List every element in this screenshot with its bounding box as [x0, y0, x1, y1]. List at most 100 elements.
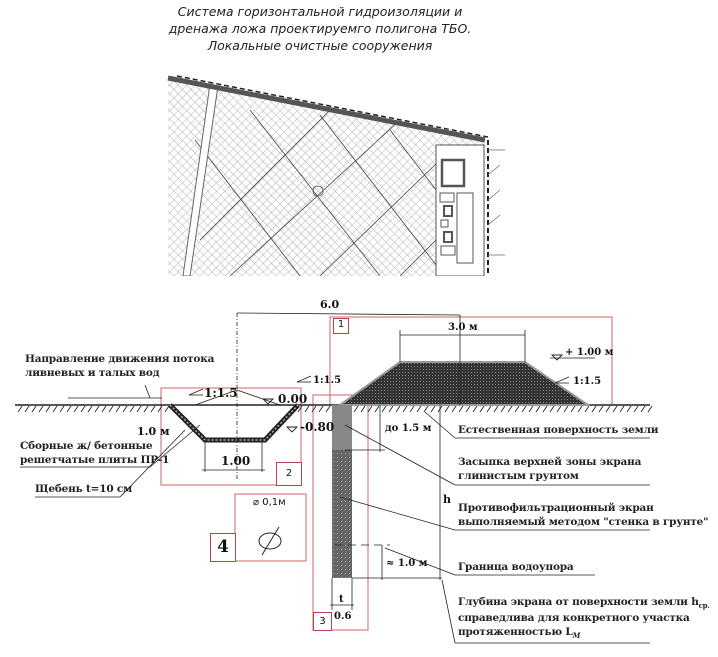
- ground-hatching: [17, 405, 653, 413]
- hatch-tick: [143, 405, 149, 413]
- depth-aquitard: ≈ 1.0 м: [386, 558, 428, 569]
- hatch-tick: [108, 405, 114, 413]
- wall-t: t: [339, 594, 344, 605]
- hatch-tick: [619, 405, 625, 413]
- label-flow-direction-1: Направление движения потока: [25, 353, 215, 365]
- hatch-tick: [472, 405, 478, 413]
- label-screen-2: выполняемый методом "стенка в грунте": [458, 516, 709, 528]
- hatch-tick: [31, 405, 37, 413]
- hatch-tick: [577, 405, 583, 413]
- dim-total: 6.0: [320, 298, 340, 311]
- hatch-tick: [514, 405, 520, 413]
- detail4-diameter-value: 0,1м: [262, 497, 286, 508]
- hatch-tick: [528, 405, 534, 413]
- hatch-tick: [87, 405, 93, 413]
- cutoff-wall: [332, 450, 352, 578]
- hatch-tick: [115, 405, 121, 413]
- hatch-tick: [423, 405, 429, 413]
- site-plan: [168, 78, 485, 276]
- hatch-tick: [395, 405, 401, 413]
- detail4-diameter: ⌀ 0,1м: [253, 497, 286, 508]
- title-line-3: Локальные очистные сооружения: [207, 38, 433, 53]
- detail-frame-2: [160, 387, 302, 486]
- embankment: [336, 361, 592, 406]
- label-gravel: Щебень t=10 см: [35, 483, 133, 495]
- hatch-tick: [493, 405, 499, 413]
- ditch-width: 1.00: [221, 454, 251, 468]
- wall-width: 0.6: [334, 611, 352, 622]
- label-depth-3-text: протяженностью L: [458, 626, 573, 638]
- hatch-tick: [45, 405, 51, 413]
- hatch-tick: [535, 405, 541, 413]
- zone-mark: [312, 185, 324, 197]
- frame-label-1: 1: [333, 318, 349, 334]
- hatch-tick: [605, 405, 611, 413]
- label-flow-direction-2: ливневых и талых вод: [25, 367, 160, 379]
- hatch-tick: [458, 405, 464, 413]
- ditch-offset: 1.0 м: [137, 425, 170, 438]
- level-ditch: -0.80: [300, 420, 335, 434]
- label-depth-1: Глубина экрана от поверхности земли hср.: [458, 596, 710, 610]
- hatch-tick: [430, 405, 436, 413]
- hatch-tick: [556, 405, 562, 413]
- hatch-tick: [80, 405, 86, 413]
- hatch-tick: [157, 405, 163, 413]
- pipe-symbol-icon: [258, 532, 282, 550]
- hatch-tick: [402, 405, 408, 413]
- hatch-tick: [598, 405, 604, 413]
- title-line-2: дренажа ложа проектируемго полигона ТБО.: [168, 21, 472, 36]
- frame-label-4: 4: [210, 533, 236, 562]
- hatch-tick: [633, 405, 639, 413]
- hatch-tick: [640, 405, 646, 413]
- hatch-tick: [486, 405, 492, 413]
- label-depth-2: справедлива для конкретного участка: [458, 612, 690, 624]
- hatch-tick: [52, 405, 58, 413]
- hatch-tick: [367, 405, 373, 413]
- hatch-tick: [318, 405, 324, 413]
- label-plates-1: Сборные ж/ бетонные: [20, 440, 153, 452]
- hatch-tick: [24, 405, 30, 413]
- drawing-title: Система горизонтальной гидроизоляции и д…: [140, 3, 500, 54]
- dim-top: 3.0 м: [448, 322, 478, 333]
- frame-label-3: 3: [313, 612, 332, 631]
- hatch-tick: [570, 405, 576, 413]
- plan-boundary-road: [167, 75, 486, 143]
- hatch-tick: [360, 405, 366, 413]
- hatch-tick: [297, 405, 303, 413]
- label-natural-surface: Естественная поверхность земли: [458, 424, 659, 436]
- hatch-tick: [38, 405, 44, 413]
- label-depth-3: протяженностью LM: [458, 626, 580, 640]
- label-backfill-1: Засыпка верхней зоны экрана: [458, 456, 642, 468]
- hatch-tick: [465, 405, 471, 413]
- hatch-tick: [304, 405, 310, 413]
- depth-fill: до 1.5 м: [385, 423, 432, 434]
- slope-left: 1:1.5: [313, 375, 342, 386]
- hatch-tick: [542, 405, 548, 413]
- label-screen-1: Противофильтрационный экран: [458, 502, 654, 514]
- hatch-tick: [563, 405, 569, 413]
- hatch-tick: [612, 405, 618, 413]
- hatch-tick: [584, 405, 590, 413]
- hatch-tick: [647, 405, 653, 413]
- hatch-tick: [73, 405, 79, 413]
- ditch-slope: 1:1.5: [204, 386, 238, 400]
- slope-right: 1:1.5: [573, 376, 602, 387]
- hatch-tick: [381, 405, 387, 413]
- hatch-tick: [150, 405, 156, 413]
- level-zero: 0.00: [278, 392, 308, 406]
- hatch-tick: [521, 405, 527, 413]
- hatch-tick: [101, 405, 107, 413]
- hatch-tick: [94, 405, 100, 413]
- hatch-tick: [500, 405, 506, 413]
- hatch-tick: [325, 405, 331, 413]
- hatch-tick: [374, 405, 380, 413]
- hatch-tick: [549, 405, 555, 413]
- clay-backfill: [332, 405, 352, 450]
- hatch-tick: [507, 405, 513, 413]
- hatch-tick: [311, 405, 317, 413]
- hatch-tick: [164, 405, 170, 413]
- hatch-tick: [626, 405, 632, 413]
- hatch-tick: [416, 405, 422, 413]
- hatch-tick: [451, 405, 457, 413]
- depth-h: h: [443, 493, 451, 506]
